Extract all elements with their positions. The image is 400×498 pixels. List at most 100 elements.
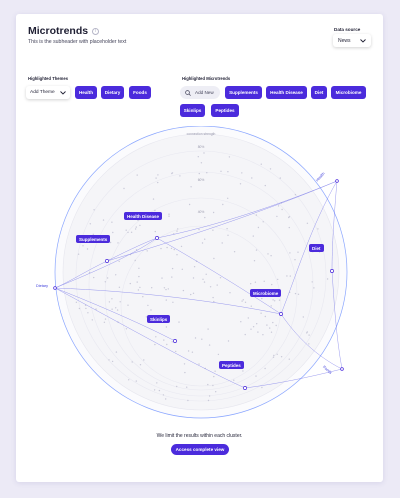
- theme-chip-dietary[interactable]: Dietary: [101, 86, 124, 99]
- background-dot: [150, 309, 152, 311]
- background-dot: [152, 198, 155, 200]
- background-dot: [208, 344, 211, 346]
- background-dot: [119, 301, 121, 303]
- background-dot: [93, 276, 95, 279]
- background-dot: [187, 399, 189, 402]
- node-anchor-peptides: [243, 386, 247, 390]
- background-dot: [250, 328, 252, 330]
- microtrend-chip-peptides[interactable]: Peptides: [211, 104, 239, 117]
- background-dot: [88, 271, 91, 274]
- node-tag-diet[interactable]: Diet: [309, 244, 324, 252]
- background-dot: [180, 245, 183, 248]
- background-dot: [288, 226, 290, 229]
- background-dot: [207, 383, 209, 386]
- background-dot: [186, 386, 188, 388]
- microtrend-chip-diet[interactable]: Diet: [311, 86, 327, 99]
- background-dot: [172, 301, 174, 303]
- background-dot: [244, 333, 246, 336]
- background-dot: [190, 293, 192, 296]
- node-tag-health-disease[interactable]: Health Disease: [124, 212, 163, 220]
- microtrend-chip-skinlips[interactable]: Skinlips: [180, 104, 205, 117]
- link-dietary-skinlips: [54, 287, 176, 342]
- theme-chip-health[interactable]: Health: [75, 86, 97, 99]
- background-dot: [227, 171, 229, 173]
- background-dot: [262, 334, 264, 336]
- background-dot: [209, 286, 212, 288]
- background-dot: [288, 358, 290, 360]
- background-dot: [171, 172, 173, 175]
- background-dot: [308, 343, 310, 345]
- background-dot: [166, 343, 168, 346]
- theme-chip-foods[interactable]: Foods: [129, 86, 151, 99]
- background-dot: [87, 312, 89, 314]
- background-dot: [102, 219, 105, 221]
- background-dot: [251, 177, 253, 179]
- background-dot: [241, 172, 243, 174]
- background-dot: [204, 238, 206, 240]
- background-dot: [89, 223, 92, 225]
- background-dot: [213, 300, 215, 303]
- background-dot: [162, 394, 165, 396]
- background-dot: [206, 172, 208, 174]
- microtrend-chip-microbiome[interactable]: Microbiome: [331, 86, 366, 99]
- node-tag-microbiome[interactable]: Microbiome: [250, 289, 282, 297]
- background-dot: [158, 389, 161, 392]
- background-dot: [115, 274, 117, 276]
- background-dot: [252, 326, 255, 328]
- background-dot: [145, 316, 148, 318]
- access-complete-view-button[interactable]: Access complete view: [171, 444, 229, 455]
- axis-anchor-health: [335, 179, 339, 183]
- background-dot: [288, 216, 291, 218]
- background-dot: [117, 242, 119, 244]
- node-tag-supplements[interactable]: Supplements: [76, 235, 111, 243]
- node-anchor-supplements: [105, 259, 109, 263]
- background-dot: [255, 375, 257, 377]
- add-theme-label: Add Theme: [30, 90, 55, 95]
- background-dot: [91, 319, 94, 321]
- background-dot: [313, 287, 315, 289]
- data-source-select[interactable]: News: [333, 34, 371, 47]
- background-dot: [241, 300, 243, 302]
- background-dot: [264, 315, 266, 318]
- info-icon[interactable]: i: [92, 27, 100, 35]
- microtrend-chip-health-disease[interactable]: Health Disease: [266, 86, 307, 99]
- background-dot: [204, 216, 206, 219]
- background-dot: [178, 321, 180, 323]
- link-dietary-peptides: [54, 287, 246, 389]
- background-dot: [179, 175, 181, 177]
- node-anchor-microbiome: [279, 312, 283, 316]
- background-dot: [255, 249, 258, 251]
- background-dot: [157, 174, 159, 176]
- background-dot: [272, 356, 275, 358]
- background-dot: [93, 209, 95, 211]
- background-dot: [233, 379, 235, 381]
- background-dot: [134, 259, 136, 262]
- microtrend-chip-supplements[interactable]: Supplements: [225, 86, 262, 99]
- background-dot: [82, 245, 84, 247]
- background-dot: [193, 266, 196, 268]
- link-dietary-healthdisease: [54, 237, 158, 289]
- node-tag-peptides[interactable]: Peptides: [219, 361, 244, 369]
- background-dot: [108, 359, 110, 361]
- add-theme-dropdown[interactable]: Add Theme: [26, 86, 70, 99]
- node-tag-skinlips[interactable]: Skinlips: [147, 315, 171, 323]
- background-dot: [134, 228, 137, 230]
- microtrends-card: Microtrends i This is the subheader with…: [16, 14, 383, 482]
- background-dot: [227, 234, 229, 236]
- add-microtrend-input[interactable]: Add New: [180, 86, 220, 99]
- background-dot: [92, 233, 95, 235]
- background-dot: [274, 300, 276, 302]
- background-dot: [252, 235, 254, 237]
- background-dot: [75, 301, 78, 303]
- background-dot: [297, 293, 300, 295]
- background-dot: [155, 336, 157, 338]
- background-dot: [175, 350, 177, 353]
- background-dot: [276, 353, 278, 355]
- background-dot: [192, 277, 195, 279]
- background-dot: [182, 289, 185, 292]
- background-dot: [270, 305, 272, 307]
- background-dot: [214, 370, 216, 372]
- background-dot: [155, 177, 157, 179]
- background-dot: [170, 247, 173, 250]
- background-dot: [146, 250, 148, 252]
